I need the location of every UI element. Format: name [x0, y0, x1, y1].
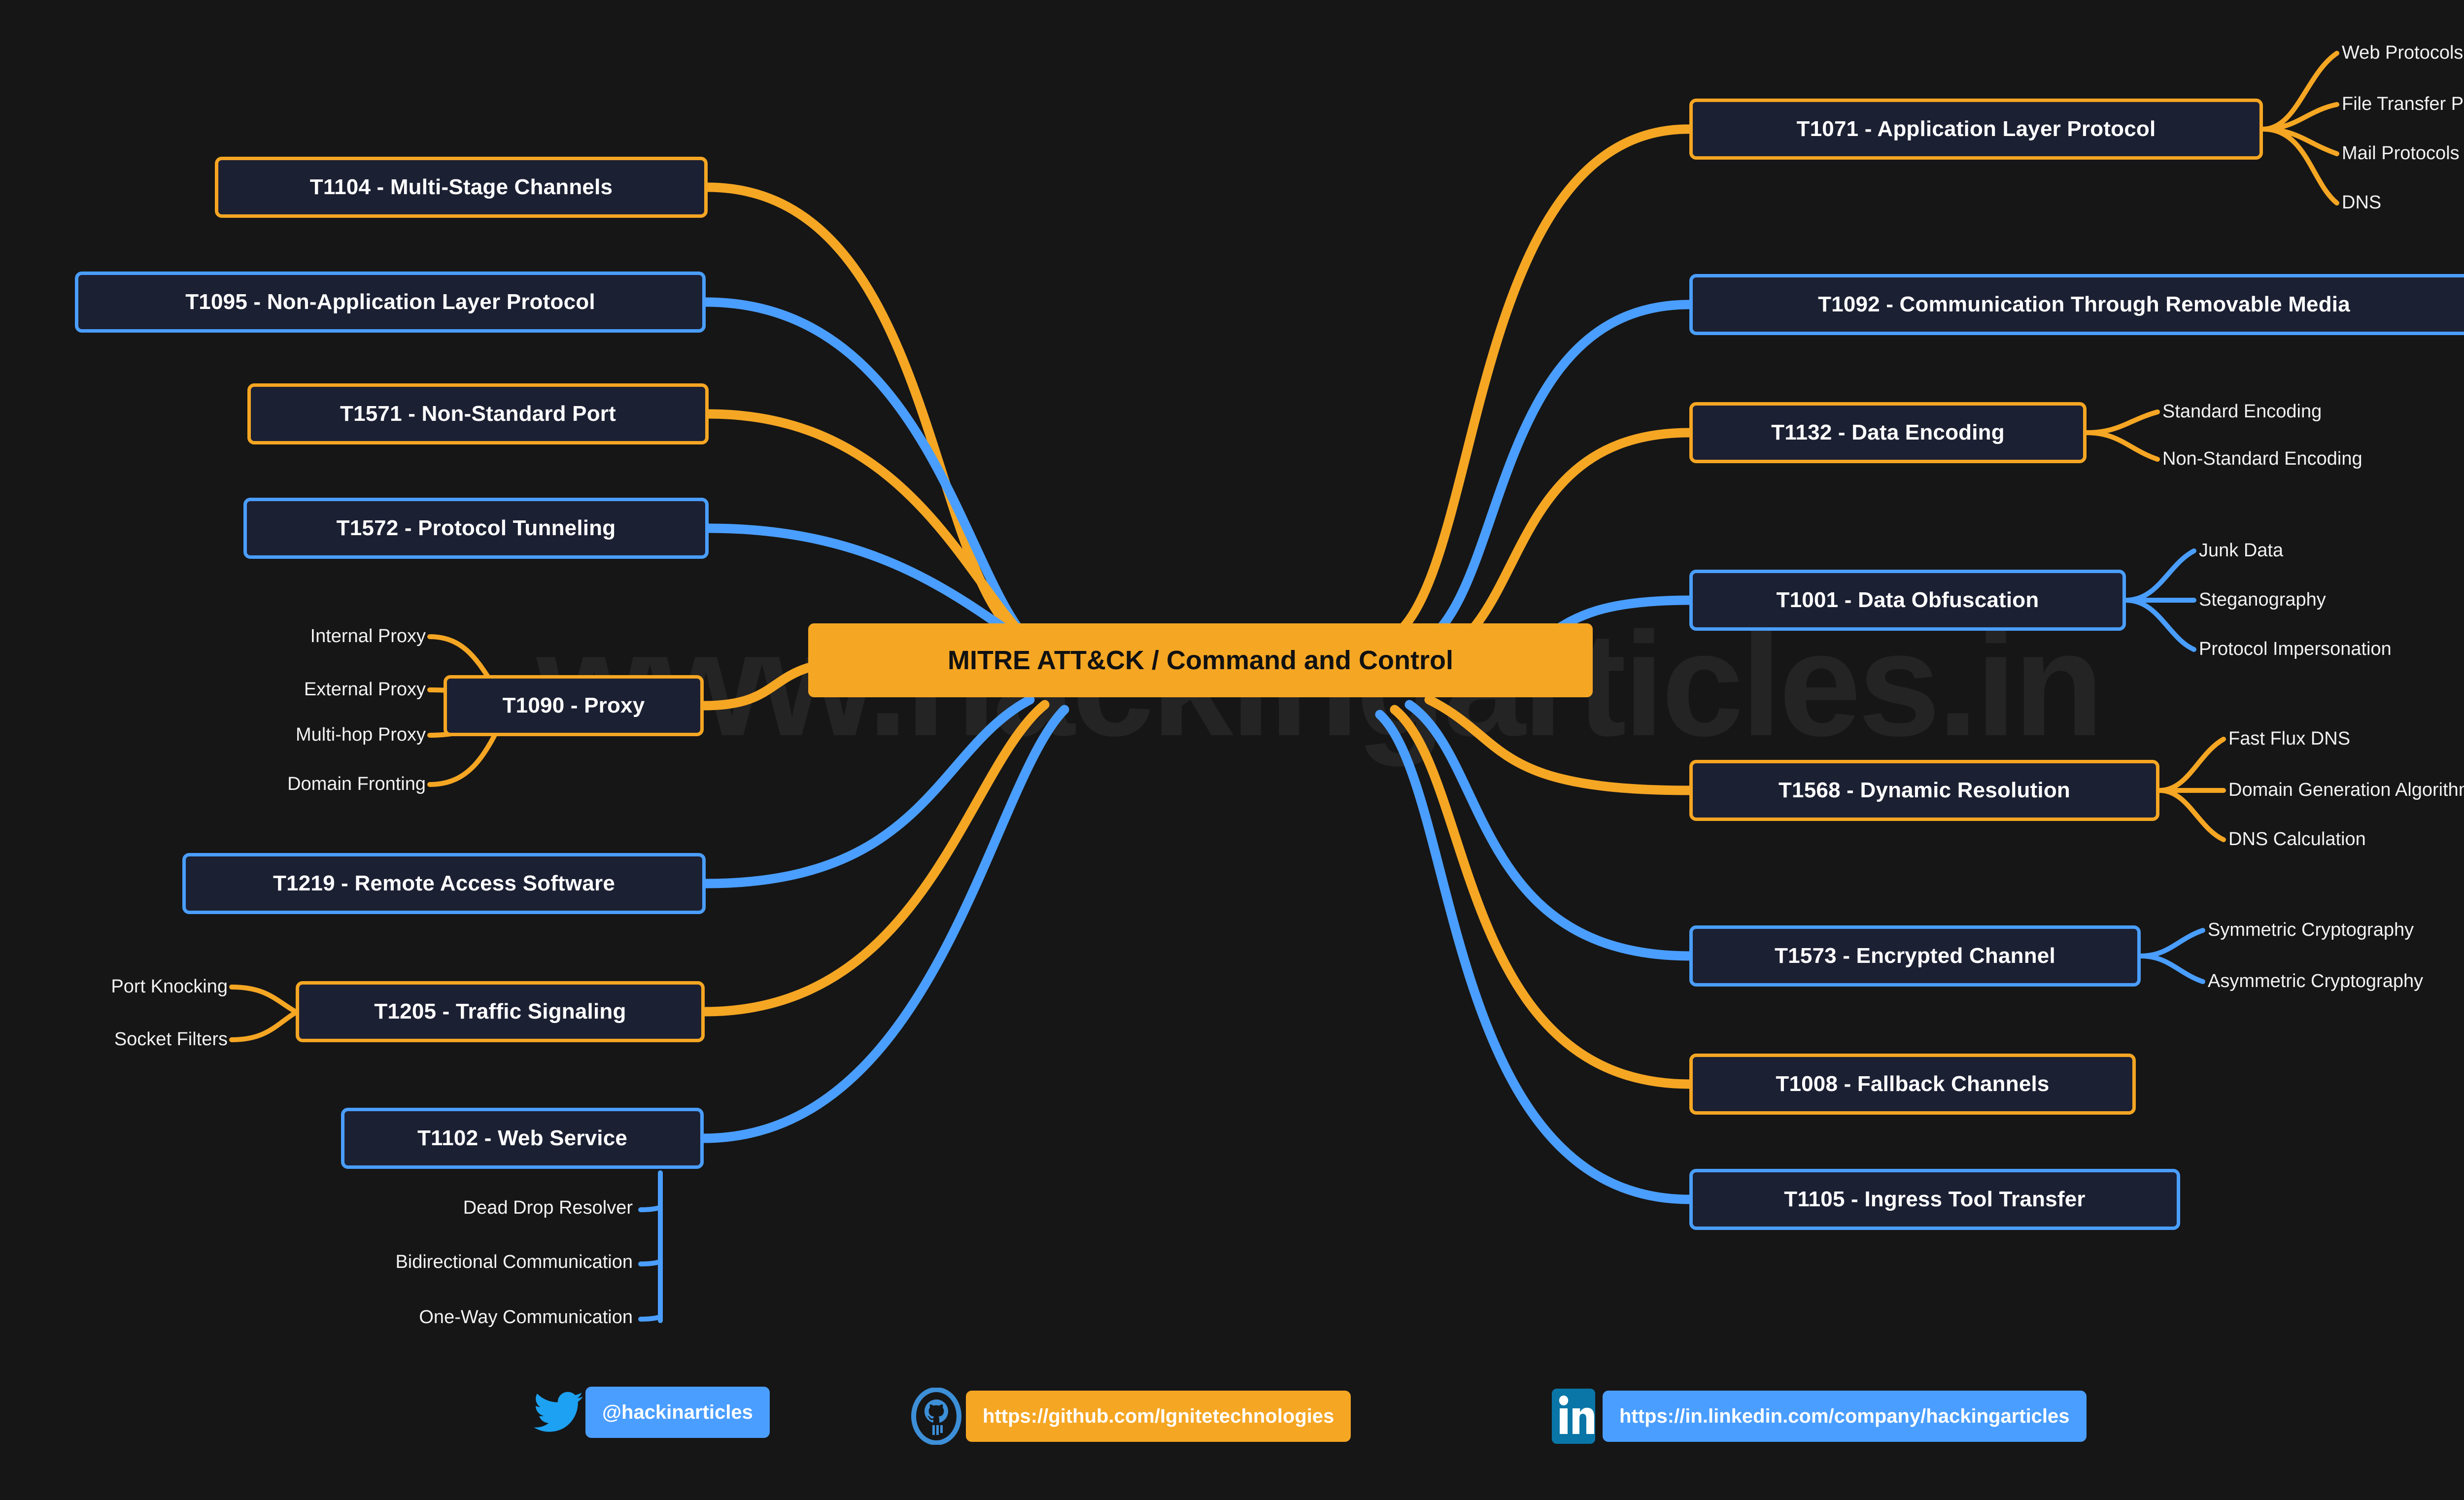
footer-github[interactable]: https://github.com/Ignitetechnologies: [907, 1387, 1351, 1446]
node-t1105[interactable]: T1105 - Ingress Tool Transfer: [1689, 1169, 2180, 1230]
footer-linkedin[interactable]: https://in.linkedin.com/company/hackinga…: [1544, 1387, 2087, 1446]
node-t1090[interactable]: T1090 - Proxy: [444, 675, 704, 736]
leaf-dns: DNS: [2342, 192, 2382, 213]
node-label: T1572 - Protocol Tunneling: [336, 516, 616, 540]
node-label: T1573 - Encrypted Channel: [1775, 944, 2055, 968]
leaf-steganography: Steganography: [2199, 589, 2326, 610]
leaf-dns-calculation: DNS Calculation: [2228, 829, 2366, 850]
node-label: T1571 - Non-Standard Port: [340, 402, 616, 426]
node-t1132[interactable]: T1132 - Data Encoding: [1689, 402, 2087, 463]
twitter-icon[interactable]: [531, 1387, 585, 1438]
node-t1001[interactable]: T1001 - Data Obfuscation: [1689, 570, 2126, 631]
leaf-fast-flux-dns: Fast Flux DNS: [2228, 728, 2351, 749]
node-label: T1568 - Dynamic Resolution: [1778, 778, 2071, 802]
leaf-external-proxy: External Proxy: [304, 679, 426, 700]
leaf-non-standard-encoding: Non-Standard Encoding: [2162, 448, 2362, 469]
node-t1568[interactable]: T1568 - Dynamic Resolution: [1689, 760, 2159, 821]
leaf-bidirectional-communication: Bidirectional Communication: [395, 1252, 633, 1272]
leaf-multi-hop-proxy: Multi-hop Proxy: [296, 724, 426, 745]
leaf-asymmetric-cryptography: Asymmetric Cryptography: [2208, 971, 2424, 991]
node-t1008[interactable]: T1008 - Fallback Channels: [1689, 1054, 2136, 1115]
footer-twitter[interactable]: @hackinarticles: [531, 1387, 770, 1438]
github-url-badge[interactable]: https://github.com/Ignitetechnologies: [966, 1391, 1351, 1442]
node-label: T1092 - Communication Through Removable …: [1818, 292, 2350, 316]
node-label: T1205 - Traffic Signaling: [374, 999, 626, 1023]
node-label: T1132 - Data Encoding: [1771, 420, 2005, 444]
leaf-standard-encoding: Standard Encoding: [2162, 401, 2322, 422]
node-label: T1105 - Ingress Tool Transfer: [1784, 1187, 2086, 1211]
twitter-handle-badge[interactable]: @hackinarticles: [585, 1387, 770, 1438]
node-t1104[interactable]: T1104 - Multi-Stage Channels: [215, 157, 708, 218]
leaf-one-way-communication: One-Way Communication: [419, 1307, 633, 1328]
leaf-port-knocking: Port Knocking: [111, 976, 228, 997]
github-icon[interactable]: [907, 1387, 966, 1446]
leaf-mail-protocols: Mail Protocols: [2342, 143, 2460, 164]
node-t1572[interactable]: T1572 - Protocol Tunneling: [243, 498, 709, 559]
leaf-file-transfer-protocols: File Transfer Protocols: [2342, 94, 2464, 114]
footer: @hackinarticles https://github.com/Ignit…: [0, 1373, 2464, 1462]
node-label: T1090 - Proxy: [502, 693, 645, 717]
node-t1071[interactable]: T1071 - Application Layer Protocol: [1689, 99, 2263, 160]
node-t1092[interactable]: T1092 - Communication Through Removable …: [1689, 274, 2464, 335]
leaf-protocol-impersonation: Protocol Impersonation: [2199, 639, 2392, 659]
node-label: T1095 - Non-Application Layer Protocol: [185, 290, 595, 314]
node-label: T1102 - Web Service: [417, 1126, 628, 1150]
node-label: T1071 - Application Layer Protocol: [1796, 117, 2156, 141]
leaf-junk-data: Junk Data: [2199, 540, 2284, 561]
linkedin-url-badge[interactable]: https://in.linkedin.com/company/hackinga…: [1603, 1391, 2087, 1442]
node-label: T1104 - Multi-Stage Channels: [309, 175, 613, 199]
leaf-internal-proxy: Internal Proxy: [310, 626, 426, 647]
node-t1205[interactable]: T1205 - Traffic Signaling: [296, 981, 705, 1042]
linkedin-icon[interactable]: [1544, 1387, 1603, 1446]
node-t1573[interactable]: T1573 - Encrypted Channel: [1689, 925, 2141, 987]
node-t1095[interactable]: T1095 - Non-Application Layer Protocol: [75, 272, 706, 333]
center-label: MITRE ATT&CK / Command and Control: [948, 646, 1453, 675]
leaf-dead-drop-resolver: Dead Drop Resolver: [463, 1197, 633, 1218]
node-label: T1001 - Data Obfuscation: [1776, 588, 2039, 612]
leaf-symmetric-cryptography: Symmetric Cryptography: [2208, 920, 2414, 940]
leaf-web-protocols: Web Protocols: [2342, 42, 2464, 63]
node-t1219[interactable]: T1219 - Remote Access Software: [182, 853, 706, 914]
leaf-socket-filters: Socket Filters: [114, 1029, 228, 1050]
node-label: T1008 - Fallback Channels: [1776, 1072, 2050, 1096]
leaf-domain-generation-algorithms: Domain Generation Algorithms: [2228, 780, 2464, 800]
center-node[interactable]: MITRE ATT&CK / Command and Control: [808, 623, 1593, 697]
leaf-domain-fronting: Domain Fronting: [287, 774, 426, 794]
node-t1102[interactable]: T1102 - Web Service: [341, 1108, 704, 1169]
node-label: T1219 - Remote Access Software: [273, 871, 615, 895]
node-t1571[interactable]: T1571 - Non-Standard Port: [247, 383, 709, 444]
